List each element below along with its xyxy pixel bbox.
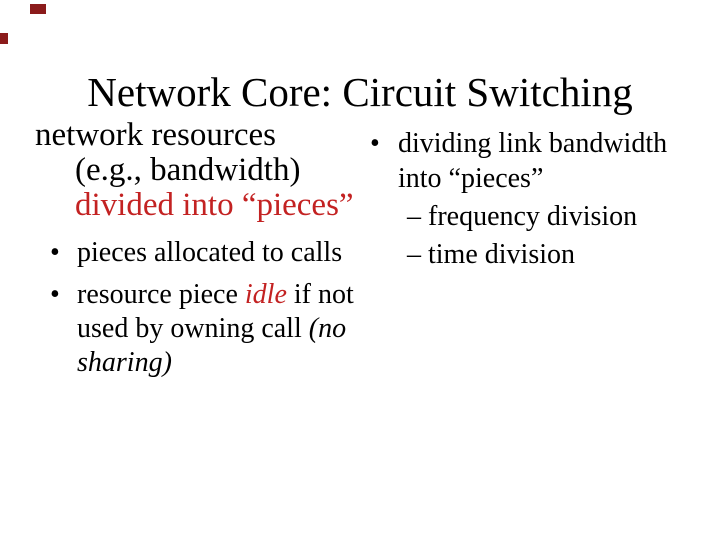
- bullet-icon: •: [50, 279, 60, 310]
- left-bullet-list: • pieces allocated to calls • resource p…: [35, 236, 367, 380]
- right-bullet-line-2: into “pieces”: [398, 163, 544, 194]
- left-column: network resources (e.g., bandwidth) divi…: [35, 118, 367, 380]
- right-bullet-line-1: dividing link bandwidth: [398, 128, 668, 159]
- bullet-icon: •: [50, 237, 60, 268]
- bullet-2-line-2: used by owning call (no: [77, 312, 367, 346]
- intro-line-1: network resources: [35, 117, 276, 153]
- corner-decoration-left: [0, 33, 8, 44]
- intro-line-3-red: divided into “pieces”: [75, 187, 354, 223]
- sub-list-item: – time division: [370, 237, 700, 272]
- intro-line-2: (e.g., bandwidth): [75, 152, 301, 188]
- bullet-2-line-3: sharing): [77, 347, 172, 378]
- bullet-2-text: resource piece: [77, 279, 245, 310]
- list-item: • resource piece idle if not used by own…: [35, 278, 367, 380]
- slide-title: Network Core: Circuit Switching: [87, 69, 633, 115]
- corner-decoration-top: [30, 4, 46, 14]
- bullet-2-idle-emphasis: idle: [244, 279, 287, 310]
- right-column: • dividing link bandwidth into “pieces” …: [370, 126, 700, 272]
- sub-item-text: time division: [428, 239, 575, 270]
- sub-list-item: – frequency division: [370, 199, 700, 234]
- dash-icon: –: [407, 201, 421, 232]
- intro-paragraph: network resources (e.g., bandwidth) divi…: [35, 118, 367, 223]
- list-item: • dividing link bandwidth into “pieces”: [370, 126, 700, 196]
- bullet-2-text-end: if not: [286, 279, 354, 310]
- dash-icon: –: [407, 239, 421, 270]
- bullet-2-line-1: resource piece idle if not: [77, 278, 367, 312]
- bullet-icon: •: [370, 128, 380, 159]
- bullet-2-text-2: used by owning call: [77, 313, 309, 344]
- bullet-2-no-sharing-start: (no: [308, 313, 347, 344]
- bullet-1-text: pieces allocated to calls: [77, 237, 343, 268]
- sub-item-text: frequency division: [428, 201, 638, 232]
- list-item: • pieces allocated to calls: [35, 236, 367, 270]
